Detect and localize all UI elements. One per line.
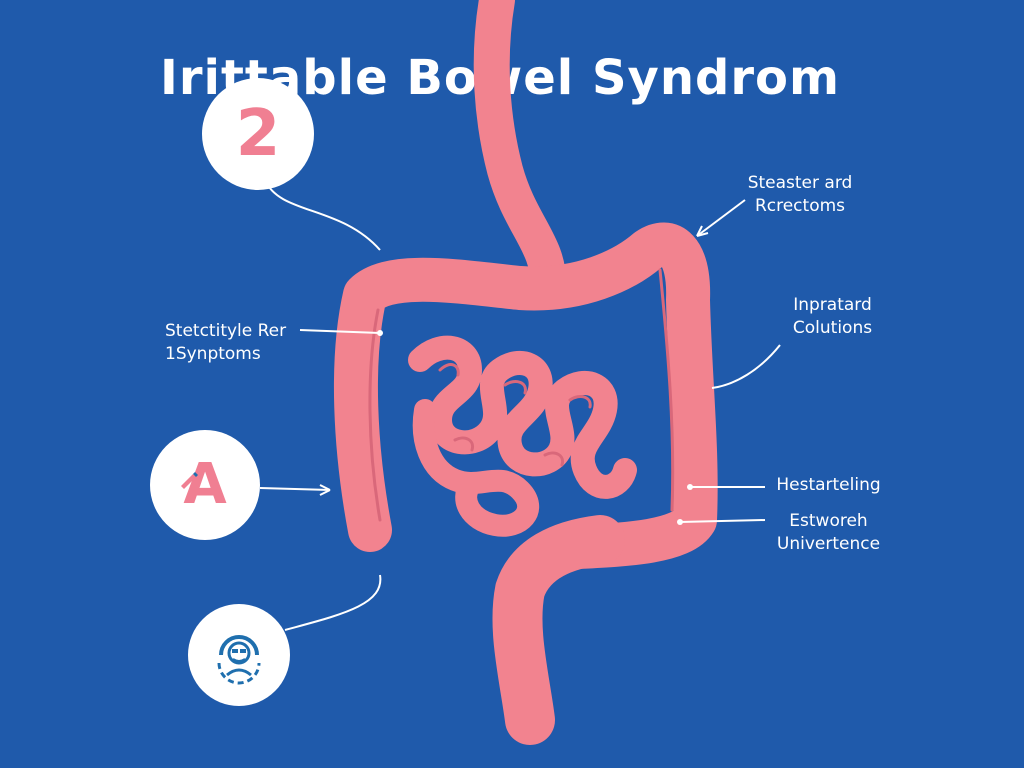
label-line: Univertence bbox=[776, 534, 881, 554]
label-line: Inpratard bbox=[793, 295, 872, 315]
connector-left bbox=[299, 329, 381, 334]
connector-lower-right-2 bbox=[679, 519, 766, 523]
label-line: Estworeh bbox=[789, 511, 868, 531]
small-intestine-folds bbox=[438, 363, 592, 467]
connector-bottom-badge bbox=[284, 574, 382, 631]
rectum bbox=[492, 515, 625, 745]
badge-number: 2 bbox=[202, 78, 314, 190]
esophagus bbox=[473, 0, 567, 303]
label-mid-right: Inpratard Colutions bbox=[775, 294, 890, 340]
small-intestine bbox=[408, 335, 637, 499]
connector-dot bbox=[377, 330, 383, 336]
connector-mid-right bbox=[711, 344, 781, 389]
label-top-right: Steaster ard Rcrectoms bbox=[740, 172, 860, 218]
label-lower-right-2: Estworeh Univertence bbox=[766, 510, 891, 556]
face-icon bbox=[217, 635, 261, 685]
badge-letter-text: A bbox=[183, 452, 227, 517]
label-lower-right-1: Hestarteling bbox=[766, 474, 891, 497]
label-line: Hestarteling bbox=[776, 475, 881, 495]
small-intestine-lower bbox=[412, 399, 540, 537]
connector-top-badge bbox=[264, 179, 381, 251]
arrowhead-top-right bbox=[696, 225, 709, 237]
label-line: Rcrectoms bbox=[754, 196, 846, 216]
connector-dot bbox=[687, 484, 693, 490]
arrowhead-middle-badge bbox=[319, 484, 331, 496]
large-intestine bbox=[333, 222, 718, 570]
label-left: Stetctityle Rer 1Synptoms bbox=[165, 320, 305, 366]
label-line: 1Synptoms bbox=[165, 344, 261, 364]
badge-number-text: 2 bbox=[235, 97, 281, 171]
badge-face bbox=[188, 604, 290, 706]
badge-letter: A bbox=[150, 430, 260, 540]
pencil-icon bbox=[181, 472, 198, 489]
connector-dot bbox=[677, 519, 683, 525]
connector-top-right bbox=[696, 199, 746, 237]
label-line: Steaster ard bbox=[747, 173, 853, 193]
label-line: Stetctityle Rer bbox=[165, 321, 287, 341]
connector-middle-badge bbox=[259, 487, 331, 491]
label-line: Colutions bbox=[792, 318, 873, 338]
